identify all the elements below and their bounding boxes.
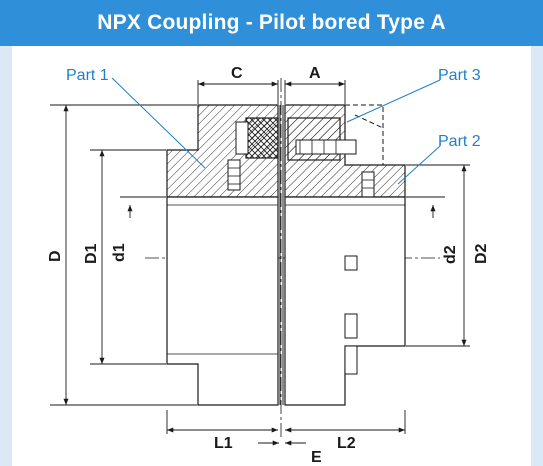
dim-label-e: E bbox=[311, 449, 322, 466]
part3-flange bbox=[287, 104, 384, 166]
callout-part2: Part 2 bbox=[438, 133, 481, 150]
dim-label-c: C bbox=[231, 65, 243, 82]
figure-title: NPX Coupling - Pilot bored Type A bbox=[0, 0, 543, 46]
dim-label-d1: D1 bbox=[83, 243, 100, 264]
callout-leaders bbox=[111, 77, 441, 185]
dim-label-l2: L2 bbox=[337, 435, 356, 452]
callout-part1: Part 1 bbox=[66, 67, 109, 84]
dim-label-d1-small: d1 bbox=[111, 243, 128, 262]
dim-label-d2-small: d2 bbox=[442, 245, 459, 264]
dim-label-l1: L1 bbox=[214, 435, 233, 452]
callout-part3: Part 3 bbox=[438, 67, 481, 84]
dim-label-d: D bbox=[47, 250, 64, 262]
dim-label-a: A bbox=[309, 65, 321, 82]
part1-hub bbox=[166, 104, 279, 406]
dimension-lines bbox=[50, 80, 470, 446]
dim-label-d2: D2 bbox=[473, 243, 490, 264]
